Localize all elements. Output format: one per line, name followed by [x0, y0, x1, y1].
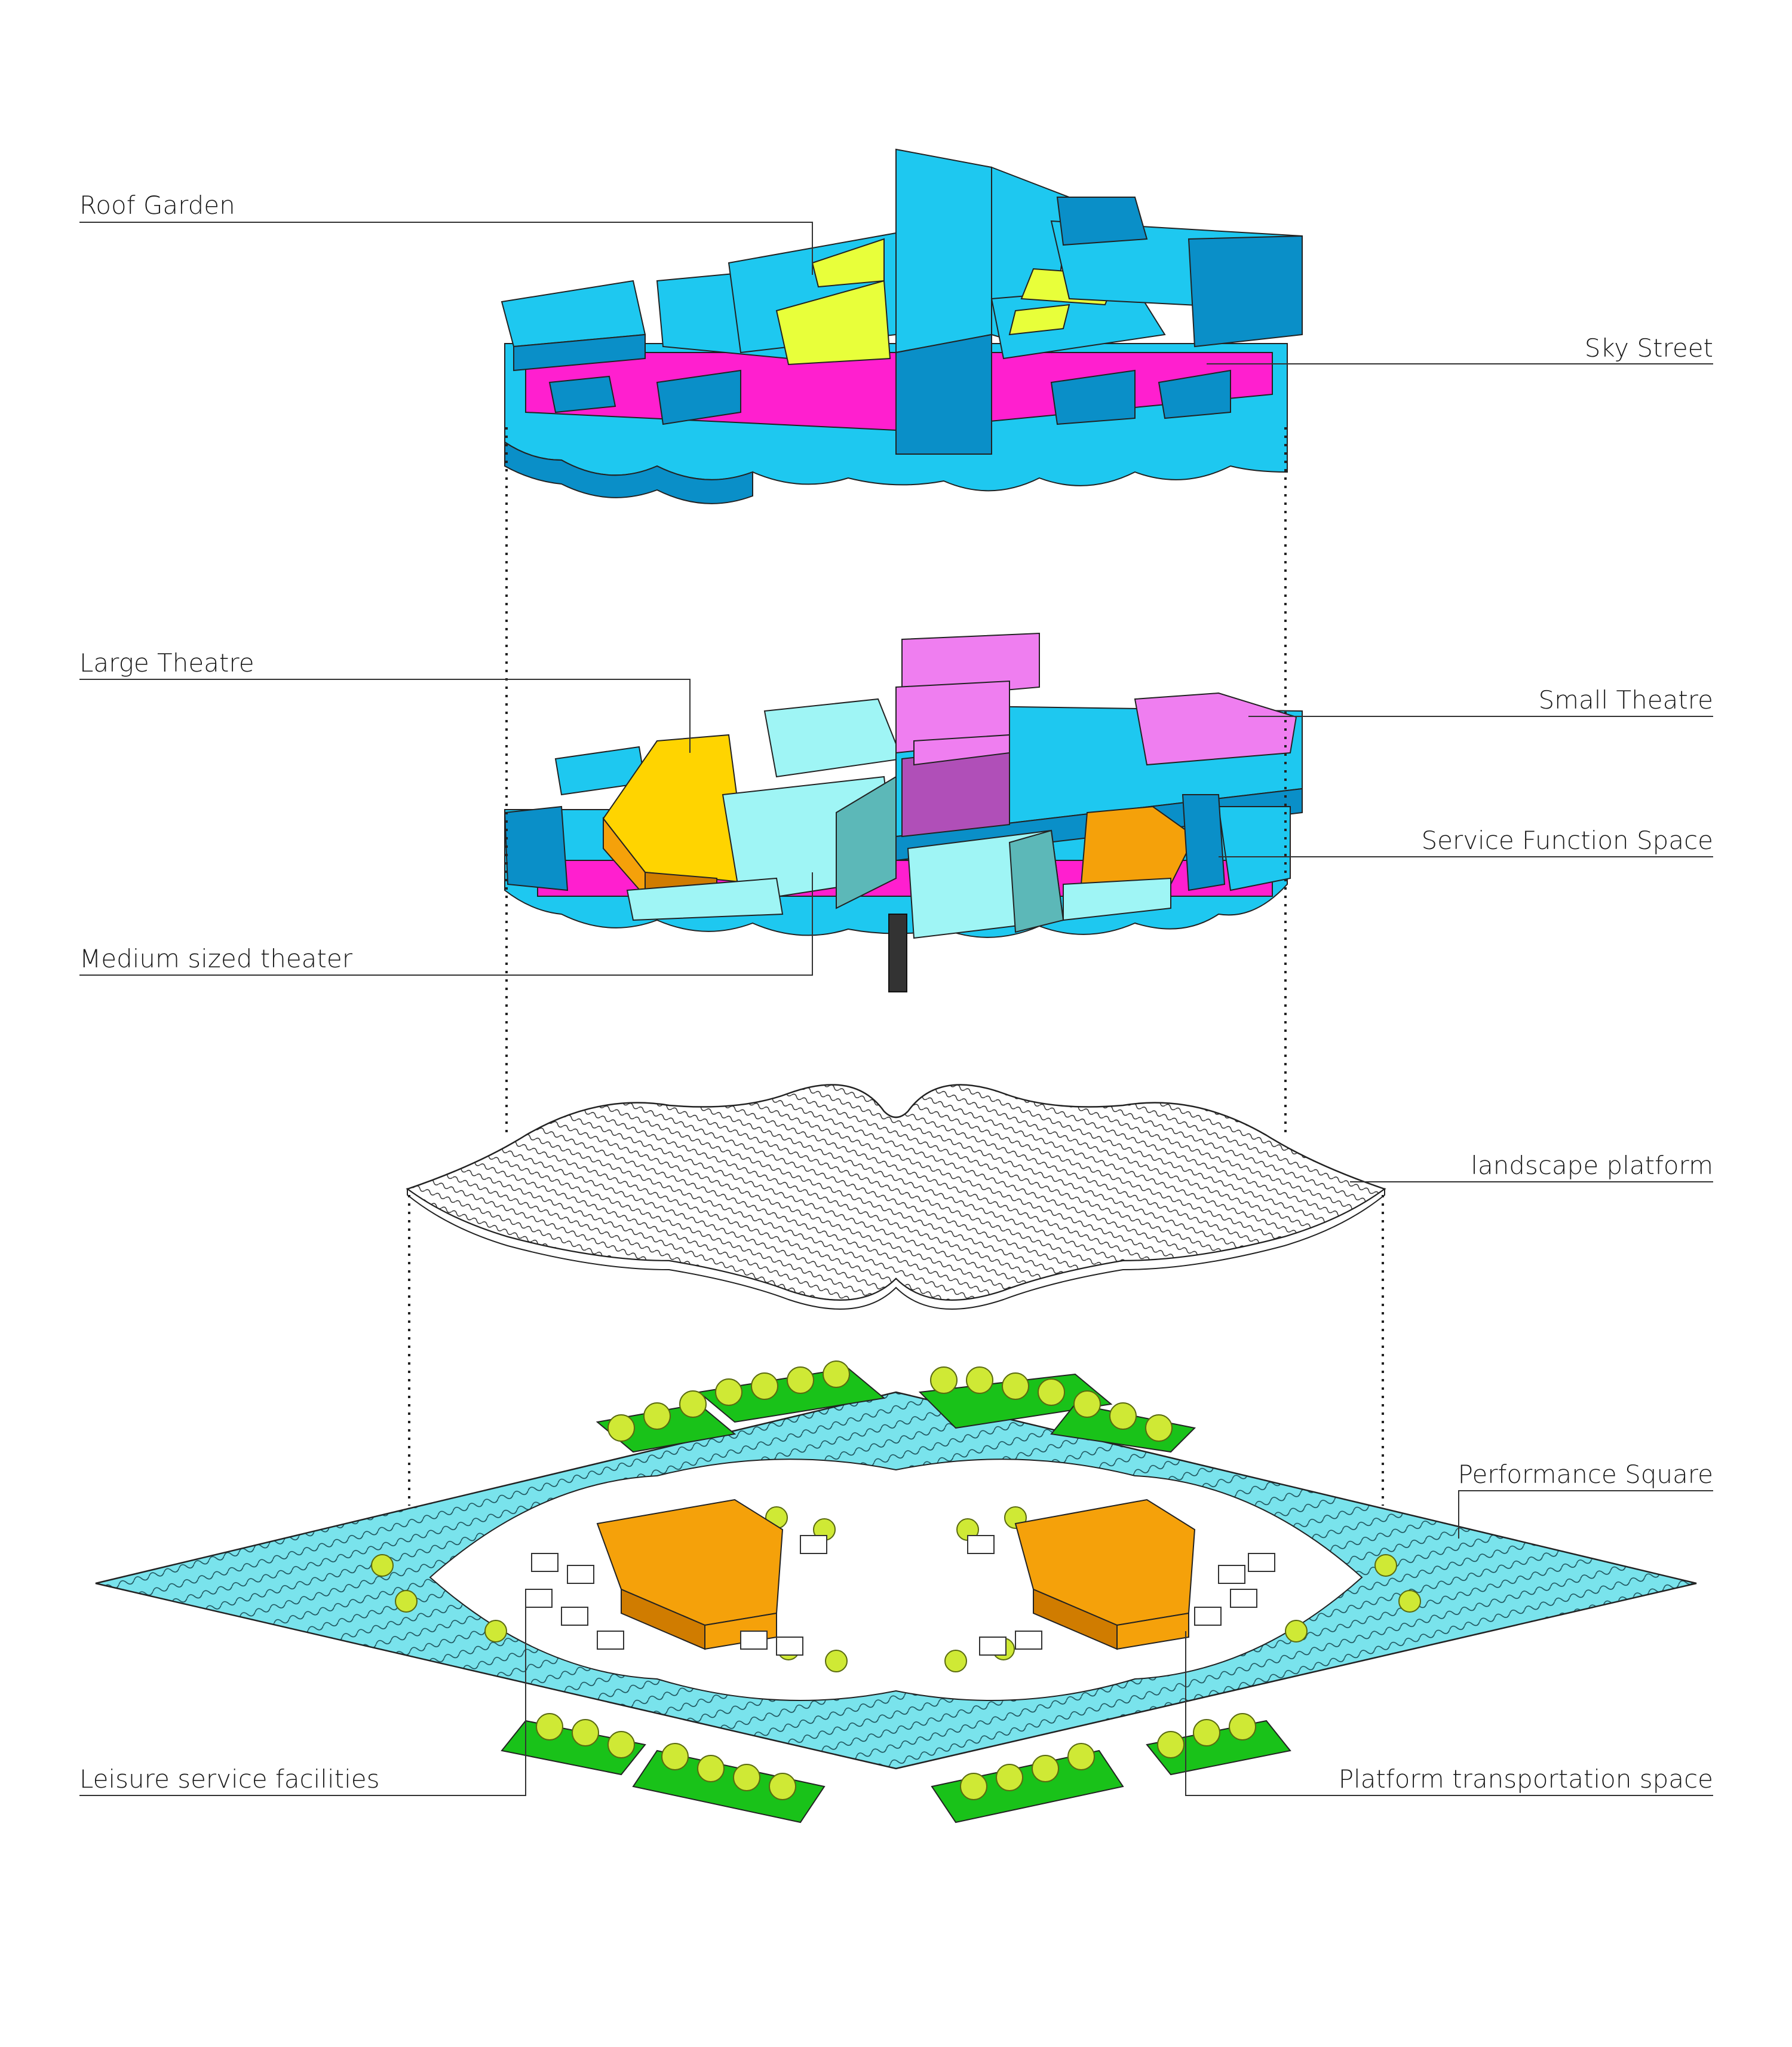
leader-lines [79, 222, 1713, 1796]
landscape-surface [406, 1084, 1386, 1301]
label-platform-transportation-space: Platform transportation space [1338, 1764, 1713, 1794]
label-performance-square: Performance Square [1457, 1460, 1713, 1489]
roof-garden-patch [811, 238, 885, 288]
label-landscape-platform: landscape platform [1471, 1151, 1713, 1180]
label-roof-garden: Roof Garden [79, 191, 235, 220]
roof-level [501, 148, 1303, 504]
landscape-platform-level [406, 1084, 1386, 1310]
label-medium-sized-theater: Medium sized theater [79, 944, 352, 973]
service-huts [525, 1535, 1275, 1656]
roof-garden-patch [1008, 304, 1070, 336]
theatre-level [504, 632, 1303, 992]
label-service-function-space: Service Function Space [1421, 826, 1713, 855]
roof-garden-patch [775, 280, 891, 366]
stair-core [888, 914, 907, 992]
label-leisure-service-facilities: Leisure service facilities [79, 1764, 380, 1794]
vertical-connectors [408, 427, 1384, 1506]
performance-square-level [95, 1360, 1697, 1824]
label-large-theatre: Large Theatre [79, 648, 254, 678]
roof-tower [895, 148, 992, 354]
medium-theatre-block [763, 698, 903, 778]
label-sky-street: Sky Street [1584, 333, 1713, 363]
label-small-theatre: Small Theatre [1538, 685, 1713, 715]
small-theatre-block [1134, 692, 1297, 766]
